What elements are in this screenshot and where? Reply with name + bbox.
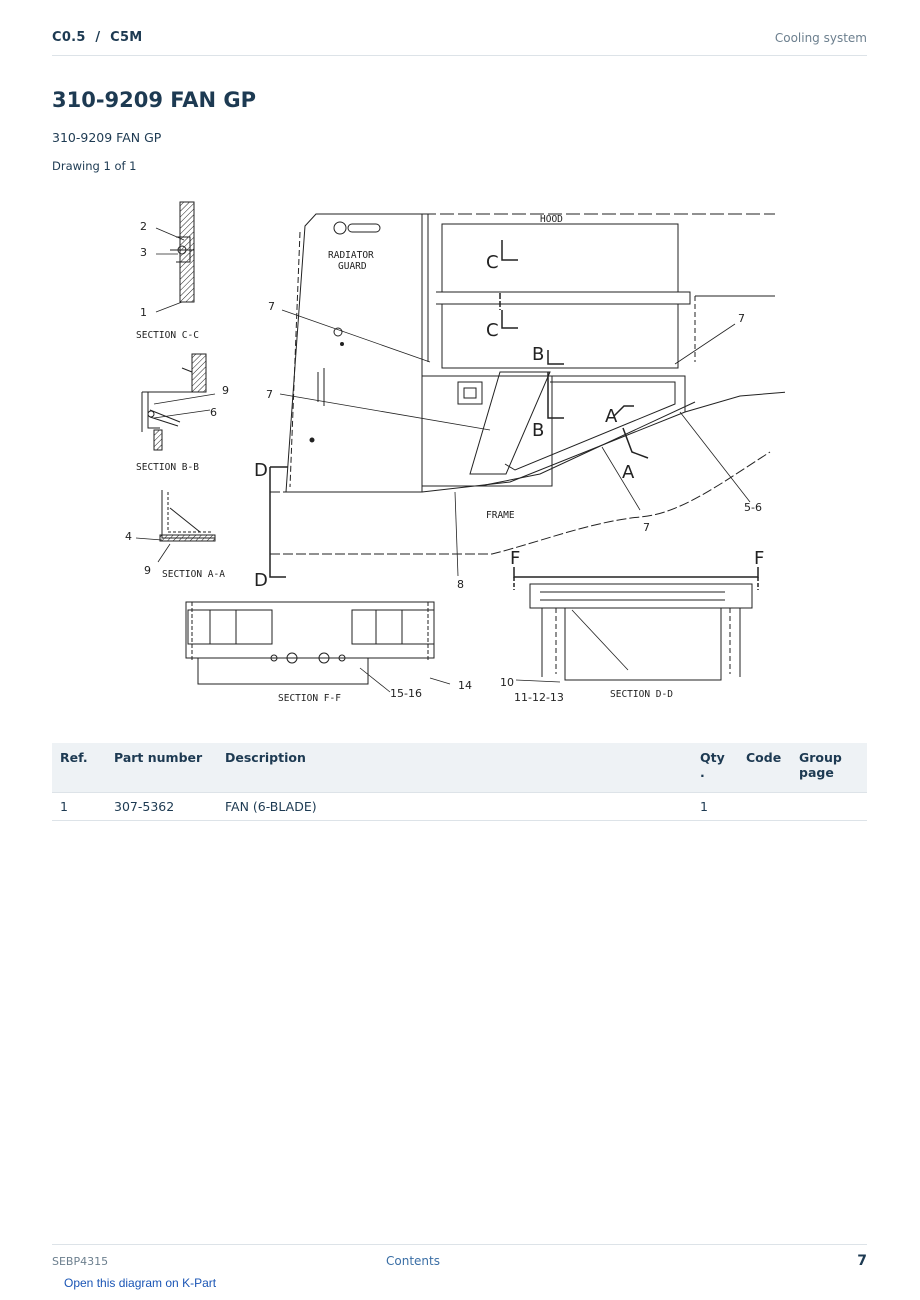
hood-drawing [422,213,775,369]
marker-b-bottom: B [532,420,544,441]
cell-ref: 1 [52,792,106,821]
section-dd-drawing [529,583,753,681]
col-description: Description [217,743,692,793]
callout-7-d: 7 [643,521,650,534]
label-hood: HOOD [540,214,563,225]
callout-7-c: 7 [738,312,745,325]
col-code: Code [738,743,791,793]
document-id: SEBP4315 [52,1255,109,1268]
callout-9-aa: 9 [144,564,151,577]
cell-group-page [791,792,867,821]
callout-6: 6 [210,406,217,419]
section-cc-drawing [170,201,195,303]
label-frame: FRAME [486,510,515,521]
callout-14: 14 [458,679,472,692]
marker-f-right: F [754,548,764,569]
frame-drawing [269,371,785,558]
callout-10: 10 [500,676,514,689]
callout-15-16: 15-16 [390,687,422,700]
callout-7-b: 7 [266,388,273,401]
col-qty: Qty . [692,743,738,793]
callout-5-6: 5-6 [744,501,762,514]
label-section-ff: SECTION F-F [278,693,341,704]
col-ref: Ref. [52,743,106,793]
page-subtitle: 310-9209 FAN GP [52,130,162,145]
parts-diagram: HOOD RADIATOR GUARD FRAME SECTION C-C SE… [125,201,785,704]
callout-4: 4 [125,530,132,543]
cell-qty: 1 [692,792,738,821]
table-row: 1 307-5362 FAN (6-BLADE) 1 [52,792,867,821]
callout-2: 2 [140,220,147,233]
col-part-number: Part number [106,743,217,793]
marker-d-bottom: D [254,570,268,591]
cell-part-number[interactable]: 307-5362 [106,792,217,821]
radiator-guard-drawing [285,213,423,493]
label-radiator-guard: RADIATOR [328,250,374,261]
table-header-row: Ref. Part number Description Qty . Code … [52,743,867,793]
callout-8: 8 [457,578,464,591]
callout-11-12-13: 11-12-13 [514,691,564,704]
contents-link[interactable]: Contents [386,1254,440,1268]
label-radiator-guard-2: GUARD [338,261,367,272]
label-section-dd: SECTION D-D [610,689,673,700]
drawing-count: Drawing 1 of 1 [52,159,137,173]
section-markers [269,240,759,590]
section-ff-drawing [185,601,435,685]
label-section-bb: SECTION B-B [136,462,199,473]
label-section-cc: SECTION C-C [136,330,199,341]
marker-b-top: B [532,344,544,365]
open-kpart-link[interactable]: Open this diagram on K-Part [64,1276,217,1290]
parts-table: Ref. Part number Description Qty . Code … [52,743,867,821]
marker-d-top: D [254,460,268,481]
label-section-aa: SECTION A-A [162,569,225,580]
page-number: 7 [857,1253,867,1269]
callout-3: 3 [140,246,147,259]
cell-description: FAN (6-BLADE) [217,792,692,821]
callout-9-bb: 9 [222,384,229,397]
marker-a-bottom: A [622,462,635,483]
marker-f-left: F [510,548,520,569]
section-aa-drawing [159,490,216,542]
section-name: Cooling system [774,31,867,45]
callout-7-a: 7 [268,300,275,313]
callout-1: 1 [140,306,147,319]
cell-code [738,792,791,821]
marker-c-bottom: C [486,320,499,341]
page-title: 310-9209 FAN GP [52,88,257,112]
marker-c-top: C [486,252,499,273]
page-header: C0.5 / C5M Cooling system [52,22,867,56]
breadcrumb[interactable]: C0.5 / C5M [52,30,143,45]
page-footer: SEBP4315 Contents 7 [52,1244,867,1275]
col-group-page: Group page [791,743,867,793]
section-bb-drawing [141,353,207,451]
leader-lines [135,227,751,693]
marker-a-top: A [605,406,618,427]
